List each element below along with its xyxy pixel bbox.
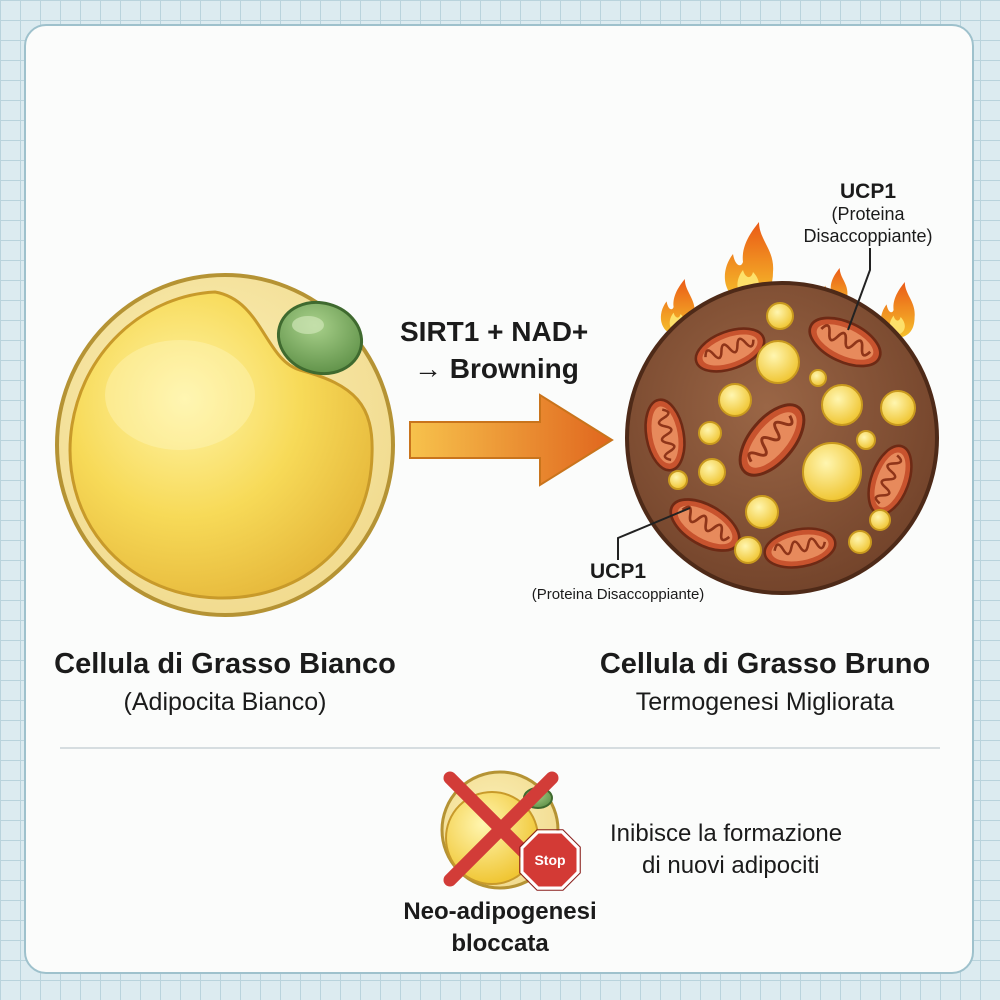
arrow-label-line2: → Browning [414, 353, 579, 384]
callout-line-top [847, 248, 871, 331]
callout-top-label: UCP1 [839, 180, 897, 203]
white-cell-subtitle: (Adipocita Bianco) [123, 688, 327, 716]
callout-top-desc-line2: Disaccoppiante) [803, 226, 933, 246]
callout-bottom-desc: (Proteina Disaccoppiante) [531, 586, 705, 603]
blocked-desc-line1: Inibisce la formazione [610, 820, 843, 847]
browning-arrow [409, 393, 614, 487]
brown-cell-title: Cellula di Grasso Bruno [599, 648, 931, 680]
callout-bottom-label: UCP1 [589, 560, 647, 583]
blocked-desc-line2: di nuovi adipociti [642, 852, 820, 879]
stop-sign-icon: Stop [519, 829, 581, 891]
arrow-label-line1: SIRT1 + NAD+ [400, 316, 589, 347]
callout-top-desc-line1: (Proteina [831, 204, 905, 224]
blocked-adipocyte-icon: Stop [440, 770, 581, 891]
stop-sign-text: Stop [534, 852, 565, 868]
lipid-droplets [668, 302, 916, 564]
callout-line-bottom [617, 507, 691, 560]
blocked-title-line1: Neo-adipogenesi [403, 898, 597, 925]
brown-fat-cell [625, 281, 939, 595]
blocked-title-line2: bloccata [451, 930, 549, 957]
brown-cell-subtitle: Termogenesi Migliorata [635, 688, 895, 716]
white-cell-title: Cellula di Grasso Bianco [54, 648, 396, 680]
white-fat-cell [55, 273, 395, 617]
nucleus [276, 300, 364, 376]
